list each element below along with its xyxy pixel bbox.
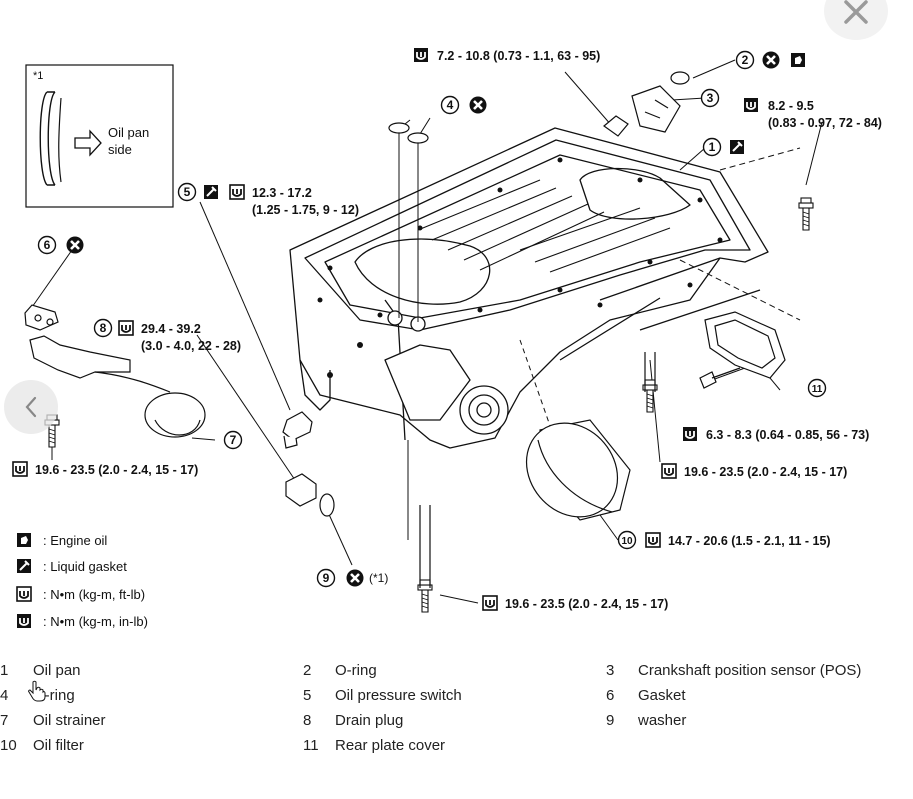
part-number: 6 (44, 238, 51, 252)
torque-icon (482, 595, 498, 611)
part-number: 1 (709, 140, 716, 154)
discard-icon (761, 50, 781, 70)
part-number: 4 (447, 98, 454, 112)
part-number: 10 (621, 536, 633, 547)
part-number: 9 (323, 571, 330, 585)
washer-ref: (*1) (369, 571, 388, 585)
inset-ref: *1 (33, 70, 43, 82)
torque-icon (229, 184, 245, 200)
part-number: 5 (184, 185, 191, 199)
torque-callout: 12.3 - 17.2 (252, 186, 312, 200)
torque-inlb-icon (743, 97, 759, 113)
part-number: 7 (230, 433, 237, 447)
o-ring-2 (670, 71, 690, 85)
discard-icon (468, 95, 488, 115)
torque-callout: 8.2 - 9.5 (768, 99, 814, 113)
inset-text-1: Oil pan (108, 125, 149, 140)
discard-icon (65, 235, 85, 255)
torque-callout: (0.83 - 0.97, 72 - 84) (768, 116, 882, 130)
engine-oil-icon (791, 53, 805, 67)
liquid-gasket-icon (203, 184, 219, 200)
oil-pressure-switch (282, 411, 313, 441)
part-number: 11 (812, 384, 823, 395)
legend-item: : Liquid gasket (43, 559, 127, 574)
torque-callout: (1.25 - 1.75, 9 - 12) (252, 203, 359, 217)
chevron-left-icon (25, 396, 37, 418)
parts-drawings (24, 71, 814, 613)
torque-callout: 19.6 - 23.5 (2.0 - 2.4, 15 - 17) (684, 465, 847, 479)
pos-sensor (631, 85, 681, 133)
legend: : Engine oil : Liquid gasket : N•m (kg-m… (16, 533, 148, 629)
oil-strainer (29, 335, 131, 379)
legend-item: : N•m (kg-m, ft-lb) (43, 587, 145, 602)
exploded-diagram: *1 Oil pan side (12, 47, 882, 629)
part-number: 2 (742, 53, 749, 67)
legend-item: : N•m (kg-m, in-lb) (43, 614, 148, 629)
torque-inlb-icon (682, 426, 698, 442)
discard-icon (345, 568, 365, 588)
torque-callout: 6.3 - 8.3 (0.64 - 0.85, 56 - 73) (706, 428, 869, 442)
torque-icon (12, 461, 28, 477)
liquid-gasket-icon (729, 139, 745, 155)
torque-icon (645, 532, 661, 548)
torque-callout: 14.7 - 20.6 (1.5 - 2.1, 11 - 15) (668, 534, 831, 548)
torque-icon (118, 320, 134, 336)
drain-plug (285, 473, 317, 507)
torque-inlb-icon (413, 47, 429, 63)
inset-text-2: side (108, 142, 132, 157)
part-number: 8 (100, 321, 107, 335)
washer (319, 493, 335, 517)
hand-cursor-icon (28, 680, 46, 702)
rear-plate (704, 311, 786, 379)
close-icon (844, 0, 868, 24)
torque-callout: 19.6 - 23.5 (2.0 - 2.4, 15 - 17) (35, 463, 198, 477)
torque-icon (661, 463, 677, 479)
torque-callout: (3.0 - 4.0, 22 - 28) (141, 339, 241, 353)
torque-callout: 29.4 - 39.2 (141, 322, 201, 336)
arrow-icon (74, 129, 102, 157)
torque-callout: 19.6 - 23.5 (2.0 - 2.4, 15 - 17) (505, 597, 668, 611)
previous-image-button[interactable] (4, 380, 58, 434)
torque-callout: 7.2 - 10.8 (0.73 - 1.1, 63 - 95) (437, 49, 600, 63)
inset-box: *1 Oil pan side (25, 64, 174, 208)
part-number: 3 (707, 91, 714, 105)
oil-pan-drawing (289, 127, 769, 449)
legend-item: : Engine oil (43, 533, 107, 548)
